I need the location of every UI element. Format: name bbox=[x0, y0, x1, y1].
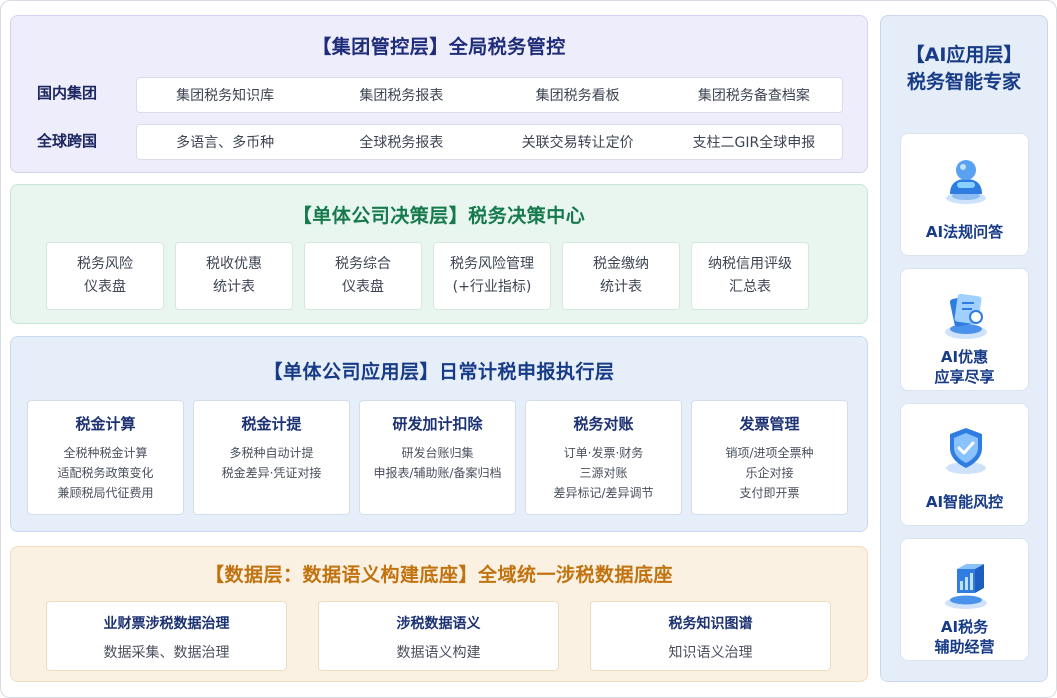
ai-card-label: AI优惠 应享尽享 bbox=[901, 347, 1028, 387]
card-title: 税金计算 bbox=[75, 415, 136, 433]
shield-check-icon bbox=[946, 428, 986, 474]
decision-card: 税务综合仪表盘 bbox=[304, 242, 422, 310]
card-line: 仪表盘 bbox=[84, 279, 126, 295]
decision-card: 税收优惠统计表 bbox=[175, 242, 293, 310]
ai-card-preferential: AI优惠 应享尽享 bbox=[900, 268, 1029, 391]
ai-title-line: 税务智能专家 bbox=[906, 71, 1021, 93]
group-layer-title: 【集团管控层】全局税务管控 bbox=[312, 36, 566, 58]
global-row: 多语言、多币种 全球税务报表 关联交易转让定价 支柱二GIR全球申报 bbox=[136, 124, 843, 160]
ai-card-label: AI税务 辅助经营 bbox=[901, 617, 1028, 657]
card-title: 税金计提 bbox=[241, 415, 302, 433]
application-card: 研发加计扣除 研发台账归集 申报表/辅助账/备案归档 bbox=[359, 400, 516, 515]
card-desc: 研发台账归集 申报表/辅助账/备案归档 bbox=[360, 443, 515, 483]
domestic-item: 集团税务报表 bbox=[359, 88, 444, 104]
data-card: 税务知识图谱 知识语义治理 bbox=[590, 601, 831, 671]
data-card: 业财票涉税数据治理 数据采集、数据治理 bbox=[46, 601, 287, 671]
desc-line: 多税种自动计提 bbox=[229, 446, 314, 460]
card-line: 汇总表 bbox=[729, 279, 771, 295]
application-layer: 【单体公司应用层】日常计税申报执行层 税金计算 全税种税金计算 适配税务政策变化… bbox=[10, 336, 868, 532]
desc-line: 申报表/辅助账/备案归档 bbox=[373, 466, 502, 480]
global-item: 多语言、多币种 bbox=[176, 135, 275, 151]
domestic-item: 集团税务看板 bbox=[535, 88, 620, 104]
card-line: (+行业指标) bbox=[452, 279, 532, 295]
application-card: 税务对账 订单·发票·财务 三源对账 差异标记/差异调节 bbox=[525, 400, 682, 515]
card-line: 统计表 bbox=[213, 279, 255, 295]
desc-line: 乐企对接 bbox=[745, 466, 794, 480]
desc-line: 订单·发票·财务 bbox=[563, 446, 644, 460]
decision-cards: 税务风险仪表盘 税收优惠统计表 税务综合仪表盘 税务风险管理 (+行业指标) 税金… bbox=[46, 242, 809, 310]
card-title: 涉税数据语义 bbox=[396, 616, 481, 632]
data-layer: 【数据层：数据语义构建底座】全域统一涉税数据底座 业财票涉税数据治理 数据采集、… bbox=[10, 546, 868, 682]
card-title: 税务知识图谱 bbox=[668, 616, 753, 632]
data-cards: 业财票涉税数据治理 数据采集、数据治理 涉税数据语义 数据语义构建 税务知识图谱… bbox=[46, 601, 831, 671]
domestic-row: 集团税务知识库 集团税务报表 集团税务看板 集团税务备查档案 bbox=[136, 77, 843, 113]
desc-line: 研发台账归集 bbox=[401, 446, 474, 460]
desc-line: 销项/进项全票种 bbox=[725, 446, 814, 460]
desc-line: 适配税务政策变化 bbox=[57, 466, 154, 480]
decision-card: 税金缴纳统计表 bbox=[562, 242, 680, 310]
global-item: 全球税务报表 bbox=[359, 135, 444, 151]
data-layer-title: 【数据层：数据语义构建底座】全域统一涉税数据底座 bbox=[204, 564, 673, 586]
card-desc: 全税种税金计算 适配税务政策变化 兼顾税局代征费用 bbox=[28, 443, 183, 503]
ai-panel-title: 【AI应用层】 税务智能专家 bbox=[881, 42, 1047, 96]
card-line: 仪表盘 bbox=[342, 279, 384, 295]
card-desc: 多税种自动计提 税金差异·凭证对接 bbox=[194, 443, 349, 483]
row-label-global: 全球跨国 bbox=[37, 132, 98, 150]
ai-card-risk-control: AI智能风控 bbox=[900, 403, 1029, 526]
card-line: 税务风险 bbox=[77, 256, 133, 272]
decision-layer-title: 【单体公司决策层】税务决策中心 bbox=[292, 205, 586, 227]
ai-title-line: 【AI应用层】 bbox=[905, 44, 1023, 66]
decision-card: 纳税信用评级汇总表 bbox=[691, 242, 809, 310]
desc-line: 全税种税金计算 bbox=[63, 446, 148, 460]
label-line: AI优惠 bbox=[940, 348, 989, 366]
application-layer-title: 【单体公司应用层】日常计税申报执行层 bbox=[263, 361, 615, 383]
desc-line: 三源对账 bbox=[579, 466, 628, 480]
card-line: 税务综合 bbox=[335, 256, 391, 272]
domestic-item: 集团税务知识库 bbox=[176, 88, 275, 104]
card-line: 税务风险管理 bbox=[450, 256, 534, 272]
label-line: 辅助经营 bbox=[934, 638, 995, 656]
person-bot-icon bbox=[946, 160, 986, 204]
ai-card-regulation-qa: AI法规问答 bbox=[900, 133, 1029, 256]
domestic-item: 集团税务备查档案 bbox=[697, 88, 810, 104]
ai-card-label: AI法规问答 bbox=[925, 223, 1004, 241]
card-desc: 订单·发票·财务 三源对账 差异标记/差异调节 bbox=[526, 443, 681, 503]
desc-line: 支付即开票 bbox=[739, 486, 800, 500]
group-control-layer: 【集团管控层】全局税务管控 国内集团 集团税务知识库 集团税务报表 集团税务看板… bbox=[10, 15, 868, 173]
card-desc: 数据采集、数据治理 bbox=[103, 645, 230, 661]
card-title: 研发加计扣除 bbox=[392, 415, 483, 433]
cube-chart-icon bbox=[945, 564, 987, 609]
label-line: 应享尽享 bbox=[934, 368, 995, 386]
application-card: 发票管理 销项/进项全票种 乐企对接 支付即开票 bbox=[691, 400, 848, 515]
global-item: 支柱二GIR全球申报 bbox=[692, 135, 816, 151]
card-line: 统计表 bbox=[600, 279, 642, 295]
card-title: 税务对账 bbox=[573, 415, 634, 433]
row-label-domestic: 国内集团 bbox=[37, 84, 98, 102]
card-title: 发票管理 bbox=[739, 415, 800, 433]
application-card: 税金计算 全税种税金计算 适配税务政策变化 兼顾税局代征费用 bbox=[27, 400, 184, 515]
card-line: 纳税信用评级 bbox=[708, 256, 792, 272]
desc-line: 差异标记/差异调节 bbox=[553, 486, 654, 500]
ai-card-business-assist: AI税务 辅助经营 bbox=[900, 538, 1029, 661]
label-line: AI税务 bbox=[940, 618, 989, 636]
card-line: 税金缴纳 bbox=[593, 256, 649, 272]
card-desc: 数据语义构建 bbox=[396, 645, 481, 661]
ai-application-panel: 【AI应用层】 税务智能专家 AI法规问答 AI优惠 应享尽享 bbox=[880, 15, 1048, 682]
discount-document-icon bbox=[945, 293, 987, 339]
data-card: 涉税数据语义 数据语义构建 bbox=[318, 601, 559, 671]
decision-card: 税务风险管理 (+行业指标) bbox=[433, 242, 551, 310]
decision-card: 税务风险仪表盘 bbox=[46, 242, 164, 310]
global-item: 关联交易转让定价 bbox=[521, 135, 634, 151]
desc-line: 税金差异·凭证对接 bbox=[221, 466, 322, 480]
application-cards: 税金计算 全税种税金计算 适配税务政策变化 兼顾税局代征费用 税金计提 多税种自… bbox=[27, 400, 848, 515]
card-title: 业财票涉税数据治理 bbox=[103, 616, 230, 632]
ai-card-label: AI智能风控 bbox=[925, 493, 1004, 511]
application-card: 税金计提 多税种自动计提 税金差异·凭证对接 bbox=[193, 400, 350, 515]
desc-line: 兼顾税局代征费用 bbox=[57, 486, 154, 500]
card-line: 税收优惠 bbox=[206, 256, 262, 272]
card-desc: 销项/进项全票种 乐企对接 支付即开票 bbox=[692, 443, 847, 503]
decision-layer: 【单体公司决策层】税务决策中心 税务风险仪表盘 税收优惠统计表 税务综合仪表盘 … bbox=[10, 184, 868, 324]
card-desc: 知识语义治理 bbox=[668, 645, 753, 661]
